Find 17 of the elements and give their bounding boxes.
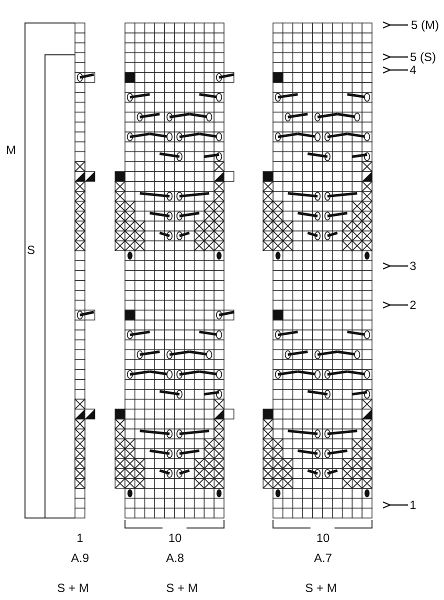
size-label: S + M xyxy=(57,582,89,594)
size-label: S + M xyxy=(166,582,198,594)
row-number: 1 xyxy=(410,499,416,511)
row-number: 3 xyxy=(410,260,416,272)
stitch-count: 10 xyxy=(168,532,182,544)
stitch-count: 10 xyxy=(316,532,330,544)
stitch-count: 1 xyxy=(76,532,84,544)
size-label: M xyxy=(6,144,16,156)
row-number: 5 (S) xyxy=(410,51,436,63)
chart-label: A.8 xyxy=(166,552,184,564)
row-number: 5 (M) xyxy=(411,19,439,31)
row-number: 4 xyxy=(410,64,416,76)
size-label: S xyxy=(27,244,35,256)
chart-label: A.7 xyxy=(314,552,332,564)
row-number: 2 xyxy=(410,299,416,311)
chart-label: A.9 xyxy=(71,552,89,564)
size-label: S + M xyxy=(305,582,337,594)
